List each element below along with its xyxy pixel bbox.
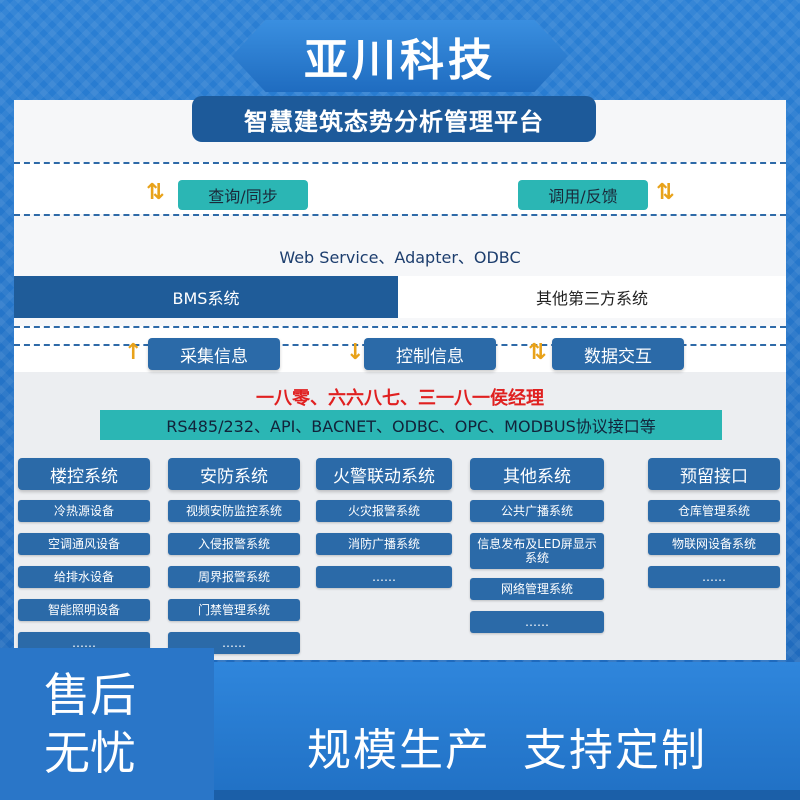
- third-party-system: 其他第三方系统: [398, 276, 786, 318]
- column-item-label: 门禁管理系统: [197, 603, 270, 617]
- bms-system: BMS系统: [14, 276, 398, 318]
- column-item: 信息发布及LED屏显示系统: [470, 533, 604, 569]
- column-item: 消防广播系统: [316, 533, 452, 555]
- column-item: 冷热源设备: [18, 500, 150, 522]
- up-down-arrow-icon: ⇅: [146, 180, 165, 205]
- column-header-bacs: 楼控系统: [18, 458, 150, 490]
- column-item-label: 视频安防监控系统: [185, 504, 282, 518]
- up-down-arrow-icon: ⇅: [656, 180, 675, 205]
- down-arrow-icon: ↓: [346, 340, 365, 365]
- column-item-label: 公共广播系统: [500, 504, 573, 518]
- column-item-label: 信息发布及LED屏显示系统: [477, 537, 597, 565]
- promo-left-line2: 无忧: [44, 726, 136, 780]
- column-item-label: 入侵报警系统: [197, 537, 270, 551]
- bms-label: BMS系统: [172, 289, 240, 308]
- column-item-label: ……: [72, 636, 96, 650]
- up-arrow-icon: ↑: [124, 340, 143, 365]
- contact-overlay: 一八零、六六八七、三一八一侯经理: [200, 384, 600, 410]
- collect-info-box: 采集信息: [148, 338, 280, 370]
- column-header-security: 安防系统: [168, 458, 300, 490]
- column-title: 火警联动系统: [333, 466, 435, 487]
- column-item-label: 火灾报警系统: [347, 504, 420, 518]
- divider-3: [14, 326, 786, 328]
- column-item-label: ……: [222, 636, 246, 650]
- column-item: 物联网设备系统: [648, 533, 780, 555]
- column-item-label: 冷热源设备: [53, 504, 114, 518]
- control-info-label: 控制信息: [396, 346, 464, 367]
- protocol-text: RS485/232、API、BACNET、ODBC、OPC、MODBUS协议接口…: [166, 417, 656, 436]
- column-title: 安防系统: [200, 466, 268, 487]
- column-item: ……: [316, 566, 452, 588]
- column-item-label: 物联网设备系统: [671, 537, 756, 551]
- up-down-arrow-icon: ⇅: [528, 340, 547, 365]
- column-item: 门禁管理系统: [168, 599, 300, 621]
- column-header-reserved: 预留接口: [648, 458, 780, 490]
- promo-right: 规模生产 支持定制: [214, 716, 800, 776]
- control-info-box: 控制信息: [364, 338, 496, 370]
- brand-banner: 亚川科技: [232, 20, 568, 92]
- platform-title-text: 智慧建筑态势分析管理平台: [244, 107, 544, 136]
- column-item: ……: [470, 611, 604, 633]
- column-item: 入侵报警系统: [168, 533, 300, 555]
- column-item: 空调通风设备: [18, 533, 150, 555]
- promo-right-panel: [214, 662, 800, 800]
- column-item: 智能照明设备: [18, 599, 150, 621]
- column-item: 给排水设备: [18, 566, 150, 588]
- column-item-label: 空调通风设备: [47, 537, 120, 551]
- interface-text: Web Service、Adapter、ODBC: [279, 248, 521, 267]
- promo-left-panel: [0, 648, 214, 800]
- divider-2: [14, 214, 786, 216]
- column-title: 楼控系统: [50, 466, 118, 487]
- sync-band: [14, 162, 786, 214]
- column-item: 视频安防监控系统: [168, 500, 300, 522]
- column-item-label: ……: [525, 615, 549, 629]
- promo-bottom-band: [214, 790, 800, 800]
- column-item: 火灾报警系统: [316, 500, 452, 522]
- column-item-label: 智能照明设备: [47, 603, 120, 617]
- column-item-label: ……: [372, 570, 396, 584]
- promo-left-line1: 售后: [44, 668, 136, 722]
- column-item: 仓库管理系统: [648, 500, 780, 522]
- column-item-label: 周界报警系统: [197, 570, 270, 584]
- data-exchange-label: 数据交互: [584, 346, 652, 367]
- column-header-fire: 火警联动系统: [316, 458, 452, 490]
- column-title: 其他系统: [503, 466, 571, 487]
- platform-title: 智慧建筑态势分析管理平台: [192, 96, 596, 142]
- interface-line: Web Service、Adapter、ODBC: [14, 242, 786, 270]
- call-feedback-label: 调用/反馈: [548, 187, 618, 206]
- promo-right-text: 规模生产 支持定制: [307, 725, 707, 776]
- column-item: ……: [648, 566, 780, 588]
- divider-1: [14, 162, 786, 164]
- brand-name: 亚川科技: [304, 35, 496, 86]
- column-item-label: 给排水设备: [53, 570, 114, 584]
- column-item-label: 网络管理系统: [500, 582, 573, 596]
- query-sync-box: 查询/同步: [178, 180, 308, 210]
- column-item-label: ……: [702, 570, 726, 584]
- third-party-label: 其他第三方系统: [535, 289, 648, 308]
- protocol-bar: RS485/232、API、BACNET、ODBC、OPC、MODBUS协议接口…: [100, 410, 722, 440]
- column-title: 预留接口: [680, 466, 748, 487]
- collect-info-label: 采集信息: [180, 346, 248, 367]
- query-sync-label: 查询/同步: [208, 187, 278, 206]
- column-header-other: 其他系统: [470, 458, 604, 490]
- call-feedback-box: 调用/反馈: [518, 180, 648, 210]
- column-item-label: 仓库管理系统: [677, 504, 750, 518]
- column-item: 网络管理系统: [470, 578, 604, 600]
- column-item: 周界报警系统: [168, 566, 300, 588]
- promo-left: 售后 无忧: [44, 666, 194, 782]
- contact-text: 一八零、六六八七、三一八一侯经理: [256, 388, 544, 409]
- column-item: 公共广播系统: [470, 500, 604, 522]
- data-exchange-box: 数据交互: [552, 338, 684, 370]
- column-item-label: 消防广播系统: [347, 537, 420, 551]
